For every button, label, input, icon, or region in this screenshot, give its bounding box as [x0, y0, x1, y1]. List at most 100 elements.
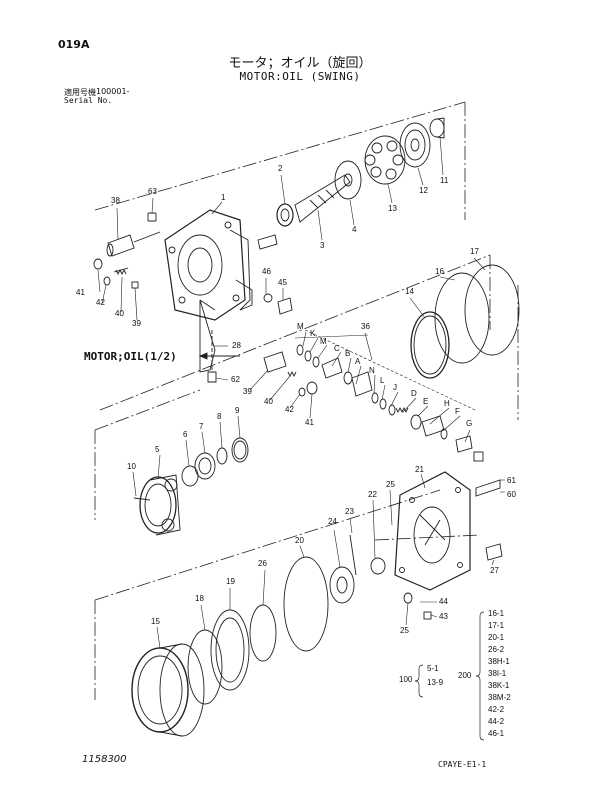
kit-200-item: 20-1	[488, 633, 505, 642]
kit-200-item: 16-1	[488, 609, 505, 618]
callout-letter-K: K	[310, 329, 316, 338]
relief-valve-stack	[296, 344, 484, 462]
callout-7: 7	[199, 422, 204, 431]
page-title-english: MOTOR:OIL (SWING)	[239, 70, 361, 83]
callout-9: 9	[235, 406, 240, 415]
callout-letter-F: F	[455, 407, 460, 416]
callout-11: 11	[440, 176, 449, 185]
callout-41b: 41	[305, 418, 314, 427]
kit-100-label: 100	[399, 675, 413, 684]
kit-200-item: 42-2	[488, 705, 505, 714]
callout-22: 22	[368, 490, 377, 499]
swash-plate	[334, 160, 362, 200]
callout-8: 8	[217, 412, 222, 421]
kit-200-item: 38K-1	[488, 681, 510, 690]
callout-13: 13	[388, 204, 397, 213]
callout-25b: 25	[400, 626, 409, 635]
callout-letter-D: D	[411, 389, 417, 398]
callout-39b: 39	[243, 387, 252, 396]
callout-27: 27	[490, 566, 499, 575]
kit-200-item: 38I-1	[488, 669, 507, 678]
kit-200-item: 38H-1	[488, 657, 510, 666]
valve-plate	[399, 122, 431, 168]
callout-39a: 39	[132, 319, 141, 328]
page-code: 019A	[58, 38, 90, 51]
sheet-code: CPAYE-E1-1	[438, 760, 487, 769]
serial-label-japanese: 適用号機	[64, 88, 96, 97]
callout-3: 3	[320, 241, 325, 250]
housing-plugs	[257, 234, 293, 315]
callout-28: 28	[232, 341, 241, 350]
callout-letter-G: G	[466, 419, 473, 428]
serial-label-english: Serial No.	[64, 96, 113, 105]
kit-braces	[414, 611, 485, 741]
callout-letter-C: C	[334, 344, 340, 353]
callout-letter-J: J	[393, 383, 397, 392]
leader-lines	[97, 136, 505, 649]
kit-100-item: 13-9	[427, 678, 444, 687]
callout-36a: 36	[361, 322, 370, 331]
callout-42b: 42	[285, 405, 294, 414]
callout-43: 43	[439, 612, 448, 621]
callout-19: 19	[226, 577, 235, 586]
cover-assembly	[329, 471, 503, 620]
callout-45: 45	[278, 278, 287, 287]
callout-letter-H: H	[444, 399, 450, 408]
frame-lines	[94, 101, 519, 700]
callout-letter-N: N	[369, 366, 375, 375]
callout-46: 46	[262, 267, 271, 276]
callout-62: 62	[231, 375, 240, 384]
callout-1: 1	[221, 193, 226, 202]
callout-41a: 41	[76, 288, 85, 297]
kit-200-item: 26-2	[488, 645, 505, 654]
callout-letter-L: L	[380, 376, 385, 385]
callout-18: 18	[195, 594, 204, 603]
callout-20: 20	[295, 536, 304, 545]
callout-38: 38	[111, 196, 120, 205]
callout-letter-M2: M	[320, 337, 327, 346]
kit-200-label: 200	[458, 671, 472, 680]
callout-4: 4	[352, 225, 357, 234]
planetary-gear-set	[133, 437, 249, 536]
callout-42a: 42	[96, 298, 105, 307]
kit-200-item: 38M-2	[488, 693, 511, 702]
callout-24: 24	[328, 517, 337, 526]
callout-60: 60	[507, 490, 516, 499]
reference-arrow	[198, 352, 240, 360]
callout-14: 14	[405, 287, 414, 296]
drive-shaft	[276, 174, 351, 227]
reference-to-part1: MOTOR;OIL(1/2)	[84, 350, 177, 363]
callout-letter-E: E	[423, 397, 429, 406]
callout-10: 10	[127, 462, 136, 471]
callout-17: 17	[470, 247, 479, 256]
cylinder-block	[364, 135, 406, 185]
callout-15: 15	[151, 617, 160, 626]
document-number: 1158300	[82, 754, 127, 765]
callout-12: 12	[419, 186, 428, 195]
callout-40a: 40	[115, 309, 124, 318]
seal-rings-top-right	[410, 264, 520, 379]
end-bearing	[429, 117, 445, 139]
swing-motor-housing	[164, 209, 253, 373]
page-title-japanese: モータ；オイル（旋回）	[228, 56, 372, 71]
callout-25a: 25	[386, 480, 395, 489]
kit-100-item: 5-1	[427, 664, 439, 673]
serial-range: 100001-	[96, 87, 130, 96]
callout-letter-A: A	[355, 357, 361, 366]
callout-6: 6	[183, 430, 188, 439]
callout-letter-M1: M	[297, 322, 304, 331]
callout-16: 16	[435, 267, 444, 276]
kit-200-item: 17-1	[488, 621, 505, 630]
callout-63: 63	[148, 187, 157, 196]
callout-letter-B: B	[345, 349, 351, 358]
callout-44: 44	[439, 597, 448, 606]
callout-23: 23	[345, 507, 354, 516]
callout-26: 26	[258, 559, 267, 568]
kit-200-item: 44-2	[488, 717, 505, 726]
port-pieces-lower	[207, 330, 318, 397]
callout-61: 61	[507, 476, 516, 485]
callout-2: 2	[278, 164, 283, 173]
kit-200-item: 46-1	[488, 729, 505, 738]
callout-5: 5	[155, 445, 160, 454]
